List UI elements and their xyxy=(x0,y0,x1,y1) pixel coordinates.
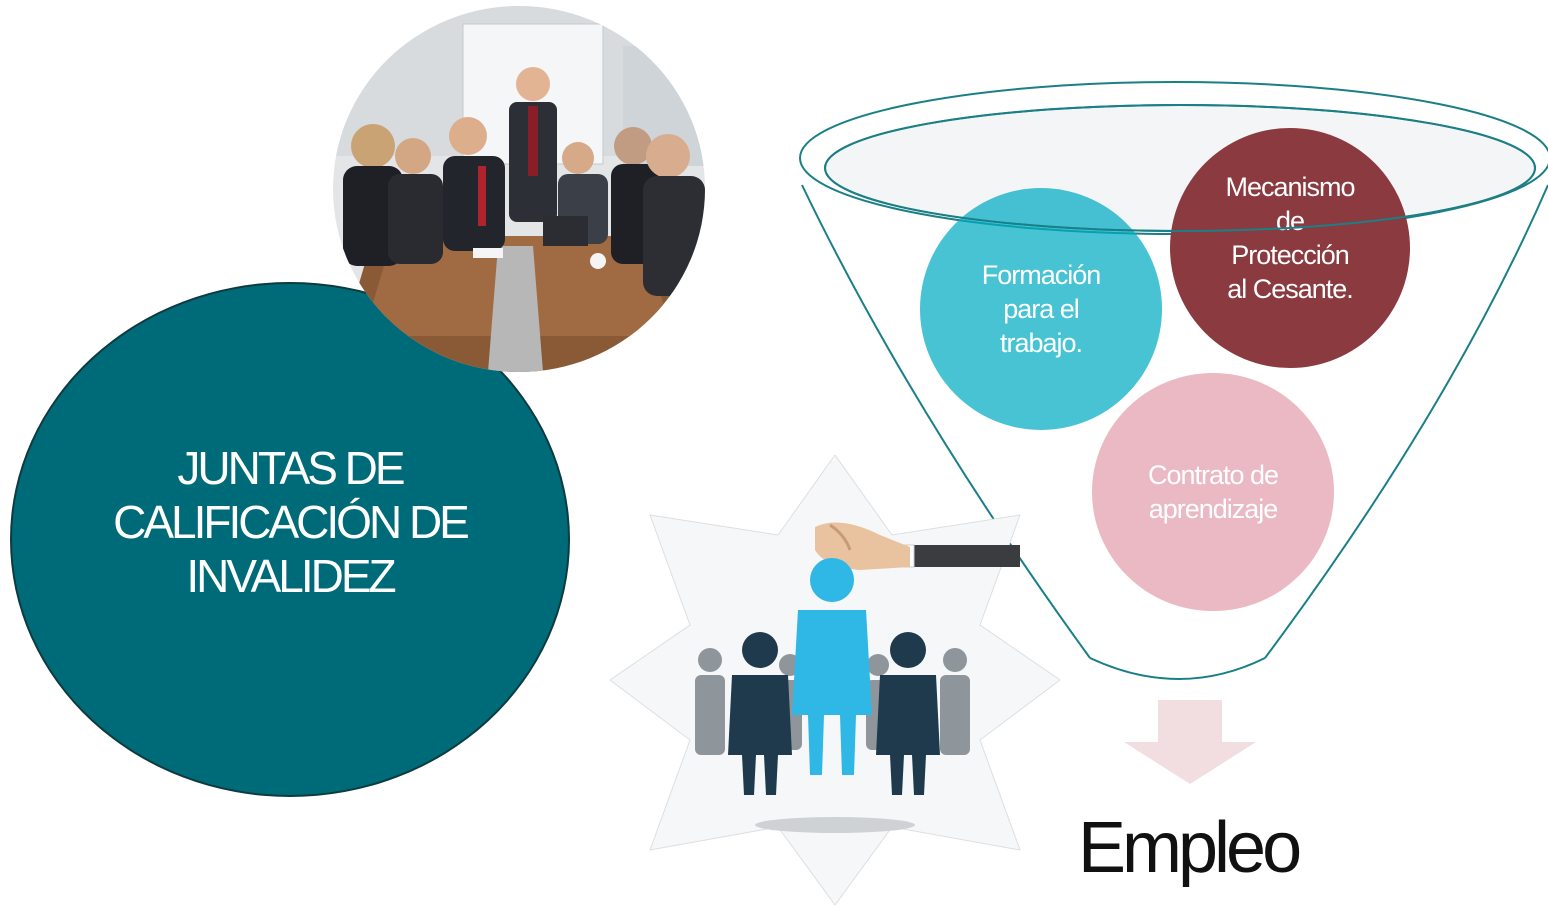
juntas-label: JUNTAS DE CALIFICACIÓN DE INVALIDEZ xyxy=(113,442,470,602)
empleo-label: Empleo xyxy=(1078,808,1302,888)
formacion-label: Formación para el trabajo. xyxy=(981,260,1102,358)
meeting-photo xyxy=(333,6,705,372)
funnel-rim-overlay xyxy=(824,104,1536,232)
mecanismo-bubble: Mecanismo de Protección al Cesante. xyxy=(1170,128,1410,368)
juntas-circle: JUNTAS DE CALIFICACIÓN DE INVALIDEZ xyxy=(10,282,570,797)
mecanismo-label: Mecanismo de Protección al Cesante. xyxy=(1225,172,1355,304)
contrato-label: Contrato de aprendizaje xyxy=(1147,460,1279,524)
formacion-bubble: Formación para el trabajo. xyxy=(920,188,1162,430)
people-selection-icon xyxy=(610,455,1060,905)
down-arrow-icon xyxy=(1124,700,1256,784)
contrato-bubble: Contrato de aprendizaje xyxy=(1092,373,1334,611)
